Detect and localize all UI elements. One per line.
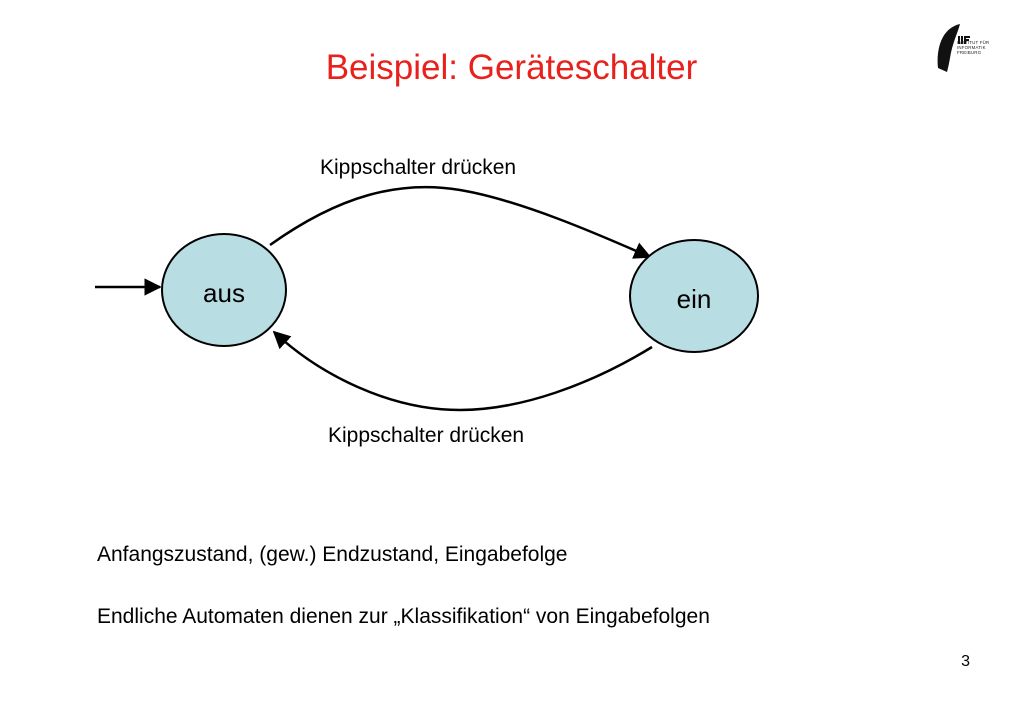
state-aus-circle	[161, 233, 287, 347]
body-text-line-2: Endliche Automaten dienen zur „Klassifik…	[97, 605, 710, 628]
page-number: 3	[961, 653, 970, 670]
state-ein-label: ein	[676, 284, 712, 314]
logo-text: INSTITUT FÜR INFORMATIK FREIBURG	[957, 40, 989, 55]
transition-label-bottom: Kippschalter drücken	[328, 424, 525, 447]
logo-mark	[937, 24, 970, 72]
institute-logo: INSTITUT FÜR INFORMATIK FREIBURG	[930, 18, 994, 82]
transition-aus-to-ein	[269, 185, 652, 259]
logo-line: INFORMATIK	[957, 45, 986, 50]
transition-label-top: Kippschalter drücken	[320, 156, 517, 179]
logo-line: FREIBURG	[957, 50, 982, 55]
state-aus-label: aus	[203, 278, 245, 308]
transition-ein-to-aus	[272, 330, 653, 412]
body-text-line-1: Anfangszustand, (gew.) Endzustand, Einga…	[97, 543, 568, 566]
logo-line: INSTITUT FÜR	[957, 40, 990, 45]
slide-title: Beispiel: Geräteschalter	[325, 48, 698, 87]
state-ein-circle	[629, 239, 759, 353]
